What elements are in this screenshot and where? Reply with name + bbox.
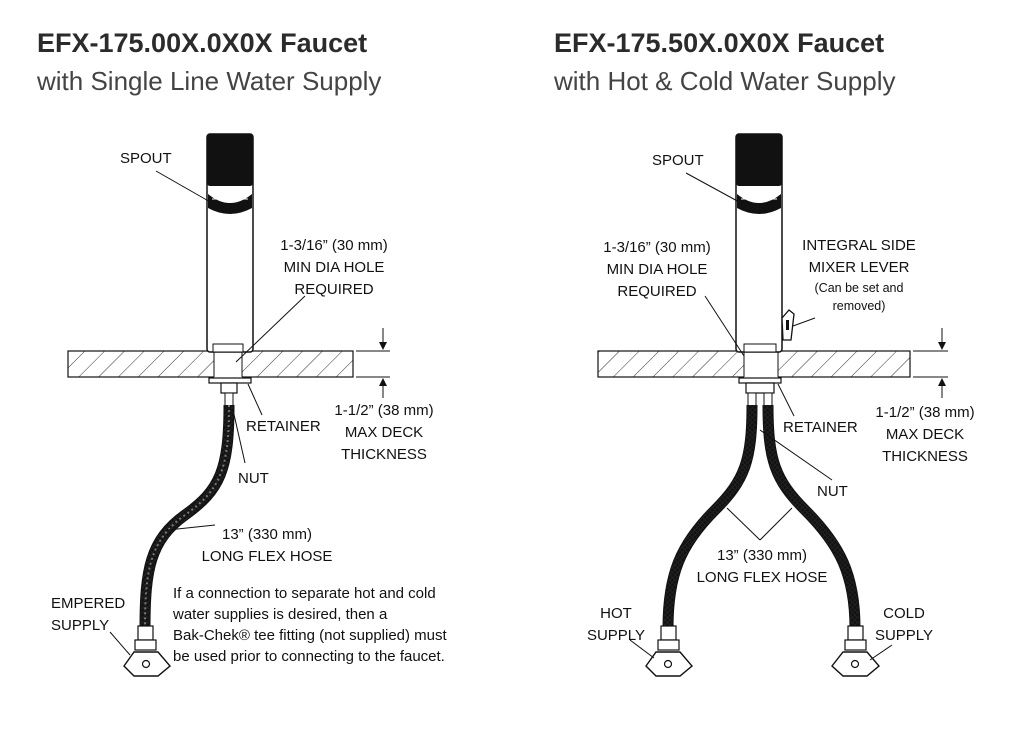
right-hot-label-1: HOT (600, 605, 632, 622)
right-diagram: SPOUT 1-3/16” (30 mm) MIN DIA HOLE REQUI… (587, 133, 975, 677)
left-retainer (208, 377, 252, 384)
right-subtitle: with Hot & Cold Water Supply (554, 66, 896, 96)
right-cold-label-2: SUPPLY (875, 627, 933, 644)
left-supply-label-1: EMPERED (51, 595, 125, 612)
right-retainer-label: RETAINER (783, 419, 858, 436)
right-deck-label-2: MAX DECK (886, 426, 964, 443)
right-lever-note-2: removed) (833, 299, 886, 313)
left-hole-label-1: 1-3/16” (30 mm) (280, 237, 388, 254)
right-title: EFX-175.50X.0X0X Faucet (554, 28, 885, 58)
right-hole-label-1: 1-3/16” (30 mm) (603, 239, 711, 256)
right-spout-label: SPOUT (652, 152, 704, 169)
left-note-line-1: If a connection to separate hot and cold (173, 585, 436, 602)
right-lever-label-1: INTEGRAL SIDE (802, 237, 916, 254)
left-subtitle: with Single Line Water Supply (37, 66, 382, 96)
right-retainer (738, 377, 782, 384)
left-retainer-label: RETAINER (246, 418, 321, 435)
right-lever-label-2: MIXER LEVER (809, 259, 910, 276)
left-title: EFX-175.00X.0X0X Faucet (37, 28, 368, 58)
right-spout-top (736, 134, 782, 186)
left-hole-label-3: REQUIRED (294, 281, 373, 298)
right-hose-label-2: LONG FLEX HOSE (697, 569, 828, 586)
left-deck (67, 350, 354, 378)
right-lever-note-1: (Can be set and (815, 281, 904, 295)
right-hole-label-3: REQUIRED (617, 283, 696, 300)
left-note-line-2: water supplies is desired, then a (172, 606, 388, 623)
left-deck-label-3: THICKNESS (341, 446, 427, 463)
left-supply-label-2: SUPPLY (51, 617, 109, 634)
right-hole-label-2: MIN DIA HOLE (607, 261, 708, 278)
left-hose-label-1: 13” (330 mm) (222, 526, 312, 543)
left-diagram: SPOUT 1-3/16” (30 mm) MIN DIA HOLE REQUI… (51, 133, 448, 677)
left-deck-label-1: 1-1/2” (38 mm) (334, 402, 433, 419)
right-nut-label: NUT (817, 483, 848, 500)
right-hose-label-1: 13” (330 mm) (717, 547, 807, 564)
right-deck-label-1: 1-1/2” (38 mm) (875, 404, 974, 421)
left-note-line-4: be used prior to connecting to the fauce… (173, 648, 445, 665)
right-deck-label-3: THICKNESS (882, 448, 968, 465)
left-hole-label-2: MIN DIA HOLE (284, 259, 385, 276)
left-note-line-3: Bak-Chek® tee fitting (not supplied) mus… (173, 627, 448, 644)
right-cold-label-1: COLD (883, 605, 925, 622)
left-nut (224, 392, 234, 408)
right-nut-b (763, 392, 773, 408)
right-deck-hole (744, 350, 778, 378)
left-hose-label-2: LONG FLEX HOSE (202, 548, 333, 565)
left-spout-label: SPOUT (120, 150, 172, 167)
right-nut-a (747, 392, 757, 408)
left-deck-hole (214, 350, 242, 378)
left-nut-label: NUT (238, 470, 269, 487)
left-spout-top (207, 134, 253, 186)
left-deck-label-2: MAX DECK (345, 424, 423, 441)
right-hot-label-2: SUPPLY (587, 627, 645, 644)
